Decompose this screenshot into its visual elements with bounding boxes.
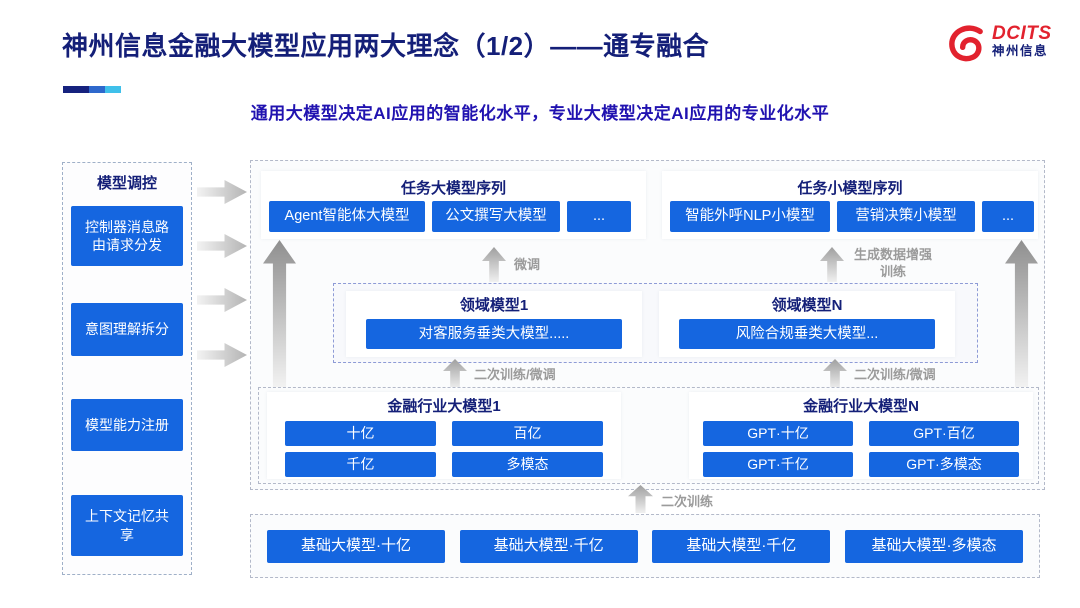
model-chip: 对客服务垂类大模型..... xyxy=(366,319,622,349)
industry-model-group-n: 金融行业大模型N GPT·十亿 GPT·百亿 GPT·千亿 GPT·多模态 xyxy=(689,392,1033,479)
logo: DCITS 神州信息 xyxy=(946,24,1052,69)
sidebar-item-intent-split: 意图理解拆分 xyxy=(71,303,183,356)
task-large-group-title: 任务大模型序列 xyxy=(400,180,506,197)
domain-model-group-n: 领域模型N 风险合规垂类大模型... xyxy=(659,291,955,357)
task-small-group-title: 任务小模型序列 xyxy=(797,180,903,197)
sidebar-title: 模型调控 xyxy=(96,175,157,192)
page-title: 神州信息金融大模型应用两大理念（1/2）——通专融合 xyxy=(62,31,710,61)
title-accent-bar xyxy=(63,86,121,93)
base-model-chip: 基础大模型·千亿 xyxy=(459,529,638,563)
model-chip: 营销决策小模型 xyxy=(837,201,975,232)
model-chip: 智能外呼NLP小模型 xyxy=(670,201,830,232)
model-chip: Agent智能体大模型 xyxy=(269,201,425,232)
sidebar-item-controller-routing: 控制器消息路由请求分发 xyxy=(71,206,183,266)
model-chip: GPT·百亿 xyxy=(869,421,1019,446)
domain-group-title: 领域模型1 xyxy=(459,297,529,314)
secondary-ft-left-label: 二次训练/微调 xyxy=(474,367,556,382)
industry-models-container: 金融行业大模型1 十亿 百亿 千亿 多模态 金融行业大模型N GPT·十亿 GP… xyxy=(258,387,1039,484)
model-chip: 风险合规垂类大模型... xyxy=(679,319,935,349)
domain-models-container: 领域模型1 对客服务垂类大模型..... 领域模型N 风险合规垂类大模型... xyxy=(333,283,978,363)
industry-group-title: 金融行业大模型1 xyxy=(387,398,501,415)
right-arrow-icon xyxy=(197,180,247,204)
task-small-model-row: 智能外呼NLP小模型 营销决策小模型 ... xyxy=(670,201,1034,232)
model-control-panel: 模型调控 控制器消息路由请求分发 意图理解拆分 模型能力注册 上下文记忆共享 xyxy=(62,162,192,575)
model-chip: 千亿 xyxy=(285,452,436,477)
industry-model-grid: GPT·十亿 GPT·百亿 GPT·千亿 GPT·多模态 xyxy=(703,421,1019,477)
secondary-ft-right-label: 二次训练/微调 xyxy=(854,367,936,382)
fine-tune-label: 微调 xyxy=(514,257,541,272)
model-chip: GPT·多模态 xyxy=(869,452,1019,477)
task-large-model-row: Agent智能体大模型 公文撰写大模型 ... xyxy=(269,201,631,232)
industry-group-title: 金融行业大模型N xyxy=(803,398,919,415)
right-arrow-icon xyxy=(197,288,247,312)
model-chip: 公文撰写大模型 xyxy=(432,201,560,232)
sidebar-item-capability-register: 模型能力注册 xyxy=(71,399,183,451)
logo-brand-text: DCITS xyxy=(992,23,1052,44)
model-chip: 十亿 xyxy=(285,421,436,446)
domain-group-title: 领域模型N xyxy=(771,297,843,314)
base-model-chip: 基础大模型·十亿 xyxy=(267,529,445,563)
model-chip: 多模态 xyxy=(452,452,603,477)
task-small-model-group: 任务小模型序列 智能外呼NLP小模型 营销决策小模型 ... xyxy=(662,171,1038,239)
sidebar-item-context-memory: 上下文记忆共享 xyxy=(71,495,183,556)
slide-subtitle: 通用大模型决定AI应用的智能化水平，专业大模型决定AI应用的专业化水平 xyxy=(250,104,830,123)
industry-model-group-1: 金融行业大模型1 十亿 百亿 千亿 多模态 xyxy=(267,392,621,479)
right-arrow-icon xyxy=(197,343,247,367)
model-chip: 百亿 xyxy=(452,421,603,446)
secondary-train-label: 二次训练 xyxy=(661,494,714,509)
gen-data-train-label: 生成数据增强训练 xyxy=(853,247,932,279)
model-chip: GPT·十亿 xyxy=(703,421,853,446)
industry-model-grid: 十亿 百亿 千亿 多模态 xyxy=(285,421,603,477)
domain-model-group-1: 领域模型1 对客服务垂类大模型..... xyxy=(346,291,642,357)
model-chip: GPT·千亿 xyxy=(703,452,853,477)
right-arrow-icon xyxy=(197,234,247,258)
logo-company-text: 神州信息 xyxy=(992,43,1049,58)
base-model-chip: 基础大模型·多模态 xyxy=(844,529,1023,563)
logo-swirl-icon xyxy=(946,24,986,69)
model-chip-ellipsis: ... xyxy=(982,201,1034,232)
base-models-container: 基础大模型·十亿 基础大模型·千亿 基础大模型·千亿 基础大模型·多模态 xyxy=(250,514,1040,578)
task-large-model-group: 任务大模型序列 Agent智能体大模型 公文撰写大模型 ... xyxy=(261,171,646,239)
model-chip-ellipsis: ... xyxy=(567,201,631,232)
base-model-chip: 基础大模型·千亿 xyxy=(652,529,831,563)
